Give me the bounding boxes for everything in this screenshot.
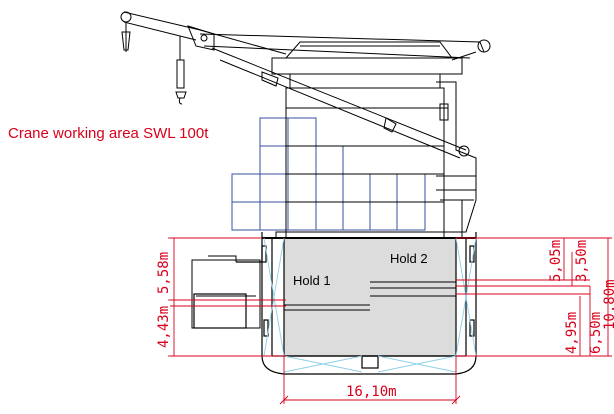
double-bottom-bracing bbox=[263, 237, 477, 373]
dim-right-total: 10,80m bbox=[602, 279, 614, 330]
boom-head-sheave bbox=[477, 39, 491, 53]
dim-right-d: 6,50m bbox=[588, 312, 604, 354]
dimension-lines bbox=[168, 237, 612, 405]
cargo-holds: Hold 2 Hold 1 bbox=[262, 231, 476, 357]
hold-area bbox=[283, 237, 457, 357]
dim-bottom-width: 16,10m bbox=[346, 384, 397, 400]
crane-working-area-label: Crane working area SWL 100t bbox=[8, 125, 209, 142]
dim-left-lower: 4,43m bbox=[156, 306, 172, 348]
dim-right-b: 3,50m bbox=[574, 240, 590, 282]
dim-left-upper: 5,58m bbox=[156, 252, 172, 294]
dim-right-c: 4,95m bbox=[564, 312, 580, 354]
jib-tip-sheave bbox=[120, 11, 132, 23]
dim-right-a: 5,05m bbox=[548, 240, 564, 282]
deckhouse bbox=[271, 41, 477, 239]
boom-heel-pin bbox=[458, 145, 470, 157]
hold-2-label: Hold 2 bbox=[390, 251, 428, 266]
crane bbox=[120, 11, 491, 159]
hold-1-label: Hold 1 bbox=[293, 273, 331, 288]
